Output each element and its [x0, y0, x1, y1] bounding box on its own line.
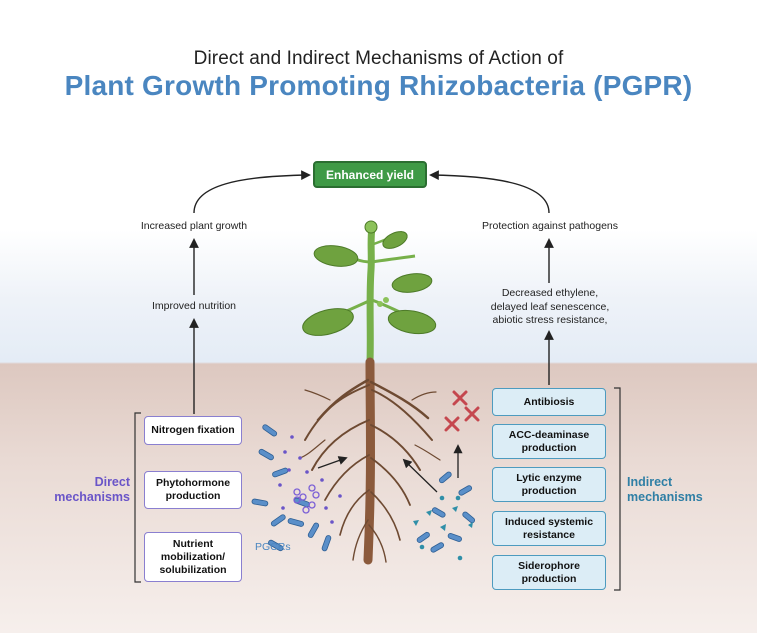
pgcrs-label: PGCRs [255, 541, 291, 553]
indirect-heading-line-2: mechanisms [627, 490, 703, 504]
leaf-right-lower [387, 309, 437, 335]
indirect-heading-line-1: Indirect [627, 475, 673, 489]
siderophore-production-box: Siderophore production [492, 555, 606, 590]
ethylene-effects-line-2: delayed leaf senescence, [490, 300, 610, 313]
pgcr-molecules [293, 484, 320, 514]
lytic-line-1: Lytic enzyme [516, 471, 582, 484]
lytic-enzyme-box: Lytic enzyme production [492, 467, 606, 502]
isr-line-2: resistance [523, 528, 575, 541]
nitrogen-fixation-box: Nitrogen fixation [144, 416, 242, 445]
arrow-protection-to-yield [429, 170, 550, 214]
nutrient-line-2: mobilization/ [160, 550, 226, 563]
lytic-line-2: production [521, 484, 577, 497]
phytohormone-production-box: Phytohormone production [144, 471, 242, 509]
isr-line-1: Induced systemic [504, 515, 594, 528]
nutrient-mobilization-box: Nutrient mobilization/ solubilization [144, 532, 242, 582]
phytohormone-line-1: Phytohormone [155, 477, 231, 489]
antibiosis-box: Antibiosis [492, 388, 606, 416]
pgcr-dots [278, 435, 342, 524]
acc-line-1: ACC-deaminase [508, 428, 590, 441]
protection-against-pathogens-label: Protection against pathogens [481, 220, 618, 232]
acc-line-2: production [521, 441, 577, 454]
bacteria-left [251, 424, 332, 552]
plant-shoot [302, 220, 437, 366]
ethylene-effects-label: Decreased ethylene, delayed leaf senesce… [470, 287, 630, 328]
siderophore-line-1: Siderophore [518, 559, 580, 572]
nutrient-line-1: Nutrient [172, 537, 214, 550]
arrow-bacteria-to-root-right [402, 458, 438, 493]
increased-plant-growth-label: Increased plant growth [140, 220, 248, 232]
pathogen-crosses [444, 390, 480, 432]
nutrient-line-3: solubilization [159, 563, 227, 576]
direct-bracket [134, 412, 141, 583]
bacteria-right [416, 471, 476, 553]
phytohormone-line-2: production [165, 490, 221, 502]
leaf-left-lower [302, 308, 354, 336]
direct-heading-line-1: Direct [94, 475, 130, 489]
acc-deaminase-box: ACC-deaminase production [492, 424, 606, 459]
ethylene-effects-line-1: Decreased ethylene, [501, 287, 599, 299]
direct-mechanisms-heading: Direct mechanisms [50, 475, 130, 505]
signal-molecules-right [413, 495, 473, 561]
siderophore-line-2: production [521, 572, 577, 585]
indirect-bracket [614, 387, 621, 591]
improved-nutrition-label: Improved nutrition [151, 300, 237, 312]
direct-heading-line-2: mechanisms [54, 490, 130, 504]
nitrogen-fixation-line-1: Nitrogen fixation [151, 424, 235, 436]
enhanced-yield-box: Enhanced yield [313, 161, 427, 188]
induced-systemic-resistance-box: Induced systemic resistance [492, 511, 606, 546]
antibiosis-line-1: Antibiosis [523, 395, 575, 408]
bud-top [364, 220, 378, 234]
indirect-mechanisms-heading: Indirect mechanisms [627, 475, 717, 505]
ethylene-effects-line-3: abiotic stress resistance, [492, 314, 608, 326]
leaf-left-upper [313, 245, 359, 267]
arrow-growth-to-yield [193, 170, 311, 214]
leaf-right-upper [391, 273, 433, 293]
leaf-top-right [382, 231, 408, 249]
arrow-bacteria-to-root-left [317, 456, 348, 469]
plant-roots [299, 357, 441, 565]
title-line-2: Plant Growth Promoting Rhizobacteria (PG… [64, 70, 693, 101]
title-line-1: Direct and Indirect Mechanisms of Action… [193, 48, 564, 69]
